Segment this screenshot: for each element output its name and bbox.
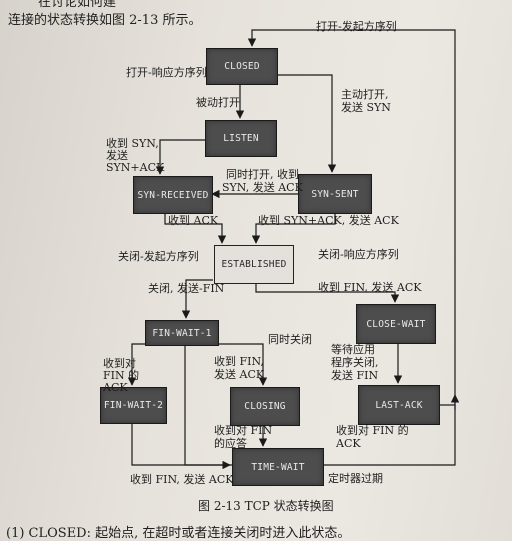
label-passive-open: 被动打开 (196, 96, 240, 109)
state-time-wait: TIME-WAIT (232, 448, 324, 486)
label-ack-of-fin-1: 收到对 (103, 357, 136, 370)
label-recv-fin-send-ack: 收到 FIN, 发送 ACK (318, 281, 422, 294)
state-close-wait: CLOSE-WAIT (356, 304, 436, 344)
label-open-send-seq: 打开-发起方序列 (316, 20, 397, 33)
label-fw2-recv-fin: 收到 FIN, 发送 ACK (130, 473, 234, 486)
label-recv-syn-1: 收到 SYN, (106, 137, 159, 150)
label-lastack-fin-2: ACK (336, 437, 361, 450)
label-wait-app-1: 等待应用 (331, 343, 375, 356)
state-fin-wait-2: FIN-WAIT-2 (100, 387, 167, 424)
label-simul-open-1: 同时打开, 收到 (226, 168, 299, 181)
state-syn-sent: SYN-SENT (298, 174, 372, 214)
label-active-open-1: 主动打开, (341, 88, 389, 101)
state-listen: LISTEN (205, 120, 277, 157)
label-simul-open-2: SYN, 发送 ACK (222, 181, 303, 194)
state-closed: CLOSED (206, 48, 278, 85)
intro-line-1: 在讨论如何建 (38, 0, 117, 10)
label-open-resp-seq: 打开-响应方序列 (126, 66, 207, 79)
label-wait-app-3: 发送 FIN (331, 369, 379, 382)
label-recv-ack: 收到 ACK (168, 214, 219, 227)
label-active-open-2: 发送 SYN (341, 101, 391, 114)
intro-line-2: 连接的状态转换如图 2-13 所示。 (8, 13, 202, 28)
label-closing-recv-fin-1: 收到 FIN, (214, 355, 264, 368)
state-fin-wait-1: FIN-WAIT-1 (145, 320, 219, 346)
label-recv-synack: 收到 SYN+ACK, 发送 ACK (258, 214, 399, 227)
label-closing-recv-fin-2: 发送 ACK (214, 368, 265, 381)
label-lastack-fin-1: 收到对 FIN 的 (336, 424, 409, 437)
label-close-send-fin: 关闭, 发送-FIN (148, 282, 225, 295)
label-close-send-seq: 关闭-发起方序列 (118, 250, 199, 263)
footer-text: (1) CLOSED: 起始点, 在超时或者连接关闭时进入此状态。 (6, 526, 351, 541)
label-fin-reply-2: 的应答 (214, 437, 247, 450)
label-close-resp-seq: 关闭-响应方序列 (318, 248, 399, 261)
figure-caption: 图 2-13 TCP 状态转换图 (198, 499, 334, 513)
state-established: ESTABLISHED (214, 245, 294, 284)
label-timer-expire: 定时器过期 (328, 472, 383, 485)
label-ack-of-fin-3: ACK (103, 381, 128, 394)
state-last-ack: LAST-ACK (358, 385, 440, 425)
state-syn-received: SYN-RECEIVED (133, 176, 213, 214)
label-recv-syn-3: SYN+ACK (106, 161, 165, 174)
label-ack-of-fin-2: FIN 的 (103, 369, 140, 382)
label-recv-syn-2: 发送 (106, 149, 128, 162)
label-simul-close: 同时关闭 (268, 333, 312, 346)
label-wait-app-2: 程序关闭, (331, 356, 379, 369)
state-closing: CLOSING (230, 387, 300, 426)
label-fin-reply-1: 收到对 FIN (214, 424, 273, 437)
